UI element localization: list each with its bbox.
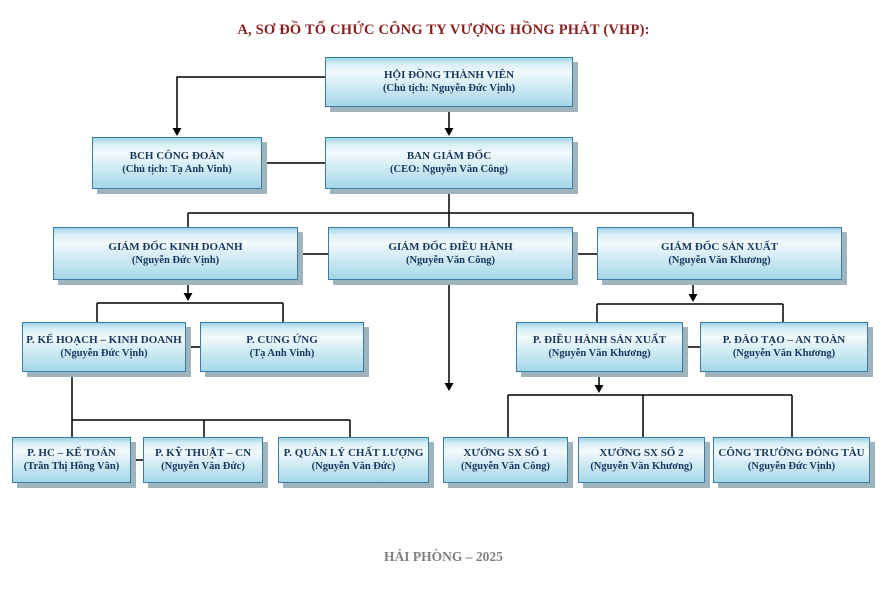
org-box-subtitle: (Nguyễn Văn Khương) [548,348,651,359]
org-box-title: P. KỸ THUẬT – CN [154,447,252,459]
org-box-title: P. KẾ HOẠCH – KINH DOANH [26,334,182,346]
org-box-ban-giam-doc: BAN GIÁM ĐỐC (CEO: Nguyễn Văn Công) [325,137,573,189]
org-box-title: GIÁM ĐỐC KINH DOANH [108,240,243,253]
org-box-hoi-dong-thanh-vien: HỘI ĐỒNG THÀNH VIÊN (Chủ tịch: Nguyễn Đứ… [325,57,573,107]
org-box-p-hc-ke-toan: P. HC – KẾ TOÁN (Trần Thị Hồng Vân) [12,437,131,483]
arrowhead-to-bgd [444,128,454,136]
org-box-title: P. QUẢN LÝ CHẤT LƯỢNG [283,447,424,459]
org-box-subtitle: (Nguyễn Văn Công) [460,461,551,472]
org-box-giam-doc-dieu-hanh: GIÁM ĐỐC ĐIỀU HÀNH (Nguyễn Văn Công) [328,227,573,280]
footer-text: HẢI PHÒNG – 2025 [384,549,503,564]
org-box-title: XƯỞNG SX SỐ 1 [463,447,548,459]
org-box-xuong-sx-so-1: XƯỞNG SX SỐ 1 (Nguyễn Văn Công) [443,437,568,483]
org-box-subtitle: (Chủ tịch: Tạ Anh Vinh) [122,164,232,175]
org-box-subtitle: (Nguyễn Văn Công) [405,254,496,266]
org-box-subtitle: (Nguyễn Văn Khương) [668,254,771,266]
arrowhead-gdsx-children [688,294,698,302]
org-box-subtitle: (Chủ tịch: Nguyễn Đức Vịnh) [382,83,516,94]
page-title: A, SƠ ĐỒ TỔ CHỨC CÔNG TY VƯỢNG HỒNG PHÁT… [237,22,650,38]
org-box-p-quan-ly-chat-luong: P. QUẢN LÝ CHẤT LƯỢNG (Nguyễn Văn Đức) [278,437,429,483]
org-box-subtitle: (Nguyễn Đức Vịnh) [60,348,148,359]
arrowhead-to-bch [172,128,182,136]
org-box-subtitle: (CEO: Nguyễn Văn Công) [390,164,508,175]
arrowhead-pdhsx-children [594,385,604,393]
org-box-bch-cong-doan: BCH CÔNG ĐOÀN (Chủ tịch: Tạ Anh Vinh) [92,137,262,189]
org-box-subtitle: (Nguyễn Văn Đức) [311,461,396,472]
org-box-title: GIÁM ĐỐC SẢN XUẤT [660,240,779,253]
org-box-title: HỘI ĐỒNG THÀNH VIÊN [383,69,515,81]
org-box-title: CÔNG TRƯỜNG ĐÓNG TÀU [718,447,865,459]
org-box-giam-doc-kinh-doanh: GIÁM ĐỐC KINH DOANH (Nguyễn Đức Vịnh) [53,227,298,280]
org-box-subtitle: (Trần Thị Hồng Vân) [23,461,120,472]
org-box-title: P. CUNG ỨNG [246,334,318,346]
org-box-title: P. ĐIỀU HÀNH SẢN XUẤT [532,334,667,346]
org-box-subtitle: (Nguyễn Đức Vịnh) [131,254,220,266]
arrowhead-gddh-down [444,383,454,391]
org-box-subtitle: (Nguyễn Đức Vịnh) [747,461,836,472]
org-box-title: GIÁM ĐỐC ĐIỀU HÀNH [388,240,513,253]
org-box-p-cung-ung: P. CUNG ỨNG (Tạ Anh Vinh) [200,322,364,372]
org-box-cong-truong-dong-tau: CÔNG TRƯỜNG ĐÓNG TÀU (Nguyễn Đức Vịnh) [713,437,870,483]
org-box-title: P. ĐÀO TẠO – AN TOÀN [722,334,846,346]
org-box-p-dao-tao-an-toan: P. ĐÀO TẠO – AN TOÀN (Nguyễn Văn Khương) [700,322,868,372]
org-box-p-dieu-hanh-san-xuat: P. ĐIỀU HÀNH SẢN XUẤT (Nguyễn Văn Khương… [516,322,683,372]
connector-hdtv-bch [176,76,325,129]
arrowhead-gdkd-children [183,293,193,301]
org-box-subtitle: (Nguyễn Văn Khương) [590,461,693,472]
org-box-p-ke-hoach-kinh-doanh: P. KẾ HOẠCH – KINH DOANH (Nguyễn Đức Vịn… [22,322,186,372]
org-box-title: BAN GIÁM ĐỐC [406,150,492,162]
connector-segments [71,76,793,461]
org-box-subtitle: (Tạ Anh Vinh) [249,348,315,359]
org-box-p-ky-thuat-cn: P. KỸ THUẬT – CN (Nguyễn Văn Đức) [143,437,263,483]
org-box-subtitle: (Nguyễn Văn Đức) [161,461,245,472]
org-box-title: P. HC – KẾ TOÁN [27,447,116,459]
org-box-subtitle: (Nguyễn Văn Khương) [732,348,836,359]
connector-arrowheads [172,128,698,393]
org-box-title: BCH CÔNG ĐOÀN [129,150,225,162]
org-box-giam-doc-san-xuat: GIÁM ĐỐC SẢN XUẤT (Nguyễn Văn Khương) [597,227,842,280]
org-box-title: XƯỞNG SX SỐ 2 [599,447,684,459]
org-box-xuong-sx-so-2: XƯỞNG SX SỐ 2 (Nguyễn Văn Khương) [578,437,705,483]
